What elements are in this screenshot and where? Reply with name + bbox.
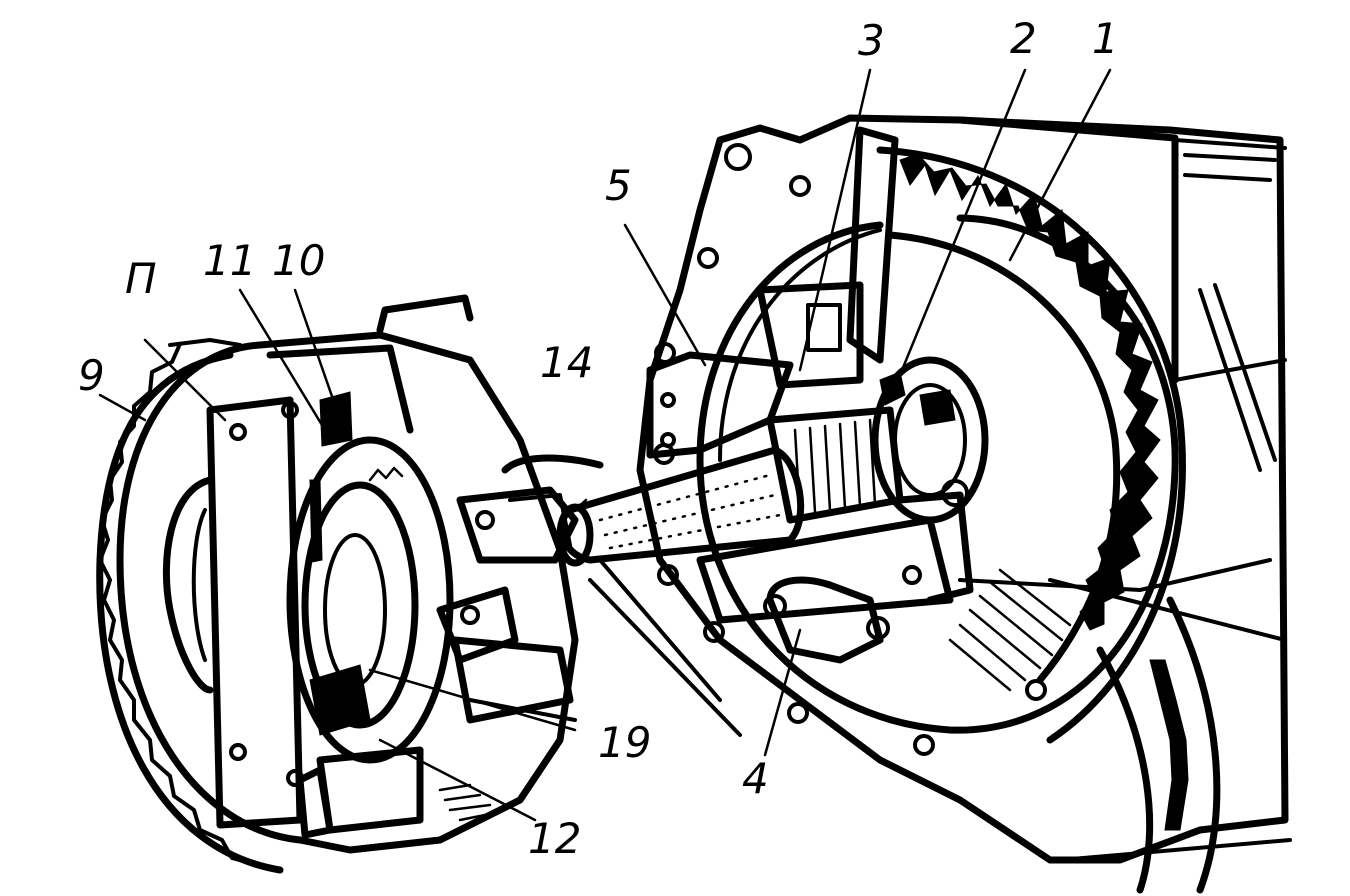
- label-19: 19: [598, 718, 652, 767]
- leader-5: [623, 223, 707, 367]
- leader-4: [763, 628, 802, 757]
- label-5: 5: [605, 161, 632, 210]
- gear-housing: [636, 114, 1292, 894]
- leader-lines: [98, 68, 1112, 822]
- leader-9: [98, 393, 147, 422]
- leader-19: [368, 668, 577, 732]
- leader-p: [143, 338, 227, 422]
- leader-14: [573, 498, 588, 512]
- label-2: 2: [1010, 14, 1037, 63]
- leader-2: [898, 68, 1027, 377]
- clutch-assembly: [96, 294, 579, 874]
- leader-3: [798, 68, 872, 372]
- label-4: 4: [742, 754, 769, 803]
- label-1: 1: [1092, 14, 1119, 63]
- label-10: 10: [272, 236, 326, 285]
- label-14: 14: [540, 338, 594, 387]
- label-3: 3: [858, 16, 885, 65]
- plate-part-5: [646, 351, 794, 459]
- leader-11: [238, 288, 327, 432]
- shaft-part-14: [501, 446, 805, 737]
- leader-1: [1008, 68, 1112, 262]
- leader-12: [378, 738, 537, 822]
- label-9: 9: [78, 351, 105, 400]
- leader-10: [293, 288, 337, 407]
- label-p: П: [125, 254, 157, 303]
- label-12: 12: [528, 814, 582, 863]
- label-11: 11: [203, 236, 257, 285]
